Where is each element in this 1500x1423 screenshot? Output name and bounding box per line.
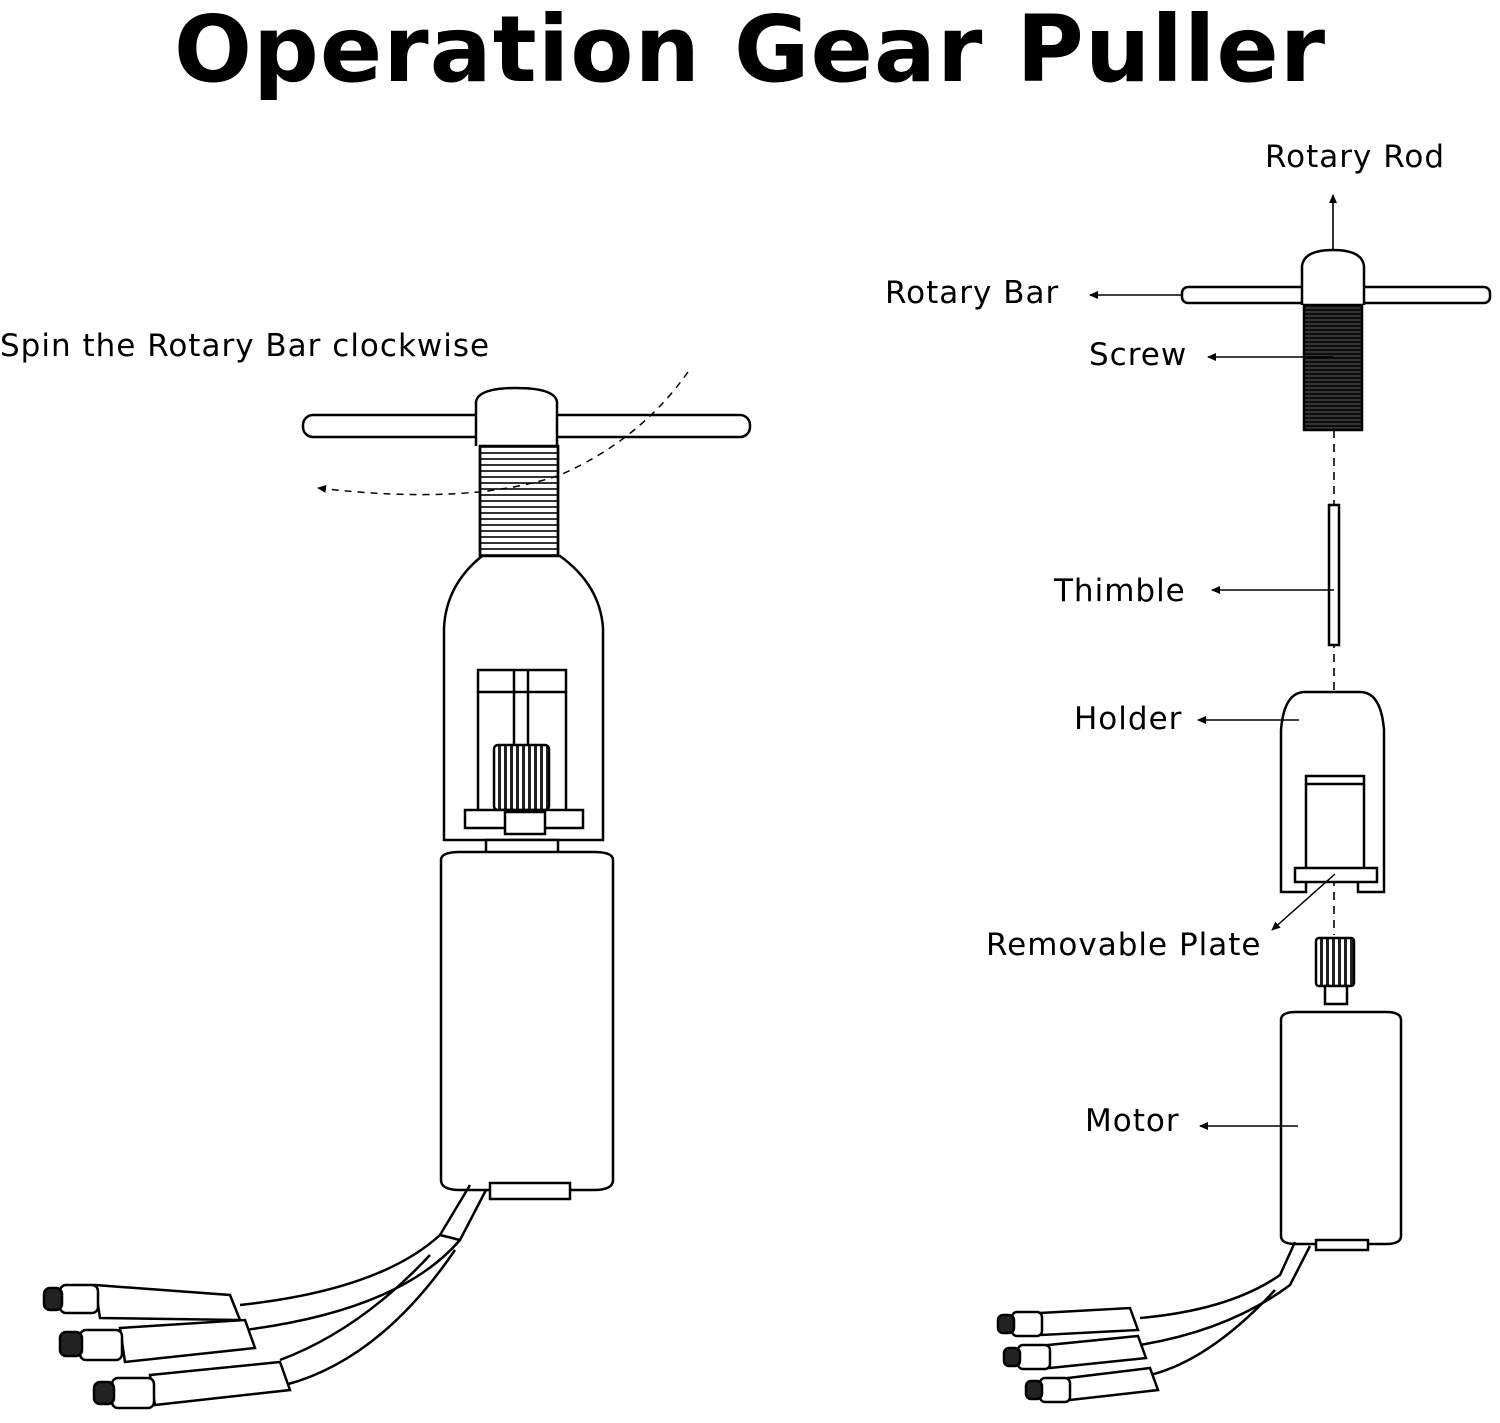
- screw-label: Screw: [1089, 337, 1188, 373]
- motor-label: Motor: [1085, 1103, 1180, 1139]
- right-screw: [1302, 303, 1364, 432]
- rotary-rod-label: Rotary Rod: [1265, 139, 1446, 175]
- rotary-bar-label: Rotary Bar: [885, 275, 1060, 311]
- right-cap: [1300, 248, 1366, 305]
- left-screw: [478, 444, 560, 558]
- thimble-label: Thimble: [1054, 573, 1186, 609]
- clockwise-arrow: [317, 371, 689, 496]
- assembled-puller: [42, 371, 752, 1410]
- left-motor: [439, 850, 615, 1192]
- removable-plate-label: Removable Plate: [986, 927, 1262, 963]
- instruction-label: Spin the Rotary Bar clockwise: [0, 328, 491, 364]
- right-gear: [1314, 936, 1356, 988]
- exploded-view: [996, 194, 1492, 1404]
- left-cap: [474, 386, 559, 446]
- right-motor: [1279, 1010, 1403, 1246]
- right-holder: [1279, 690, 1386, 894]
- page-title: Operation Gear Puller: [173, 0, 1327, 103]
- right-thimble: [1327, 503, 1341, 647]
- left-holder: [442, 554, 605, 842]
- left-gear: [492, 743, 551, 812]
- right-removable-plate: [1293, 866, 1379, 884]
- holder-label: Holder: [1074, 701, 1183, 737]
